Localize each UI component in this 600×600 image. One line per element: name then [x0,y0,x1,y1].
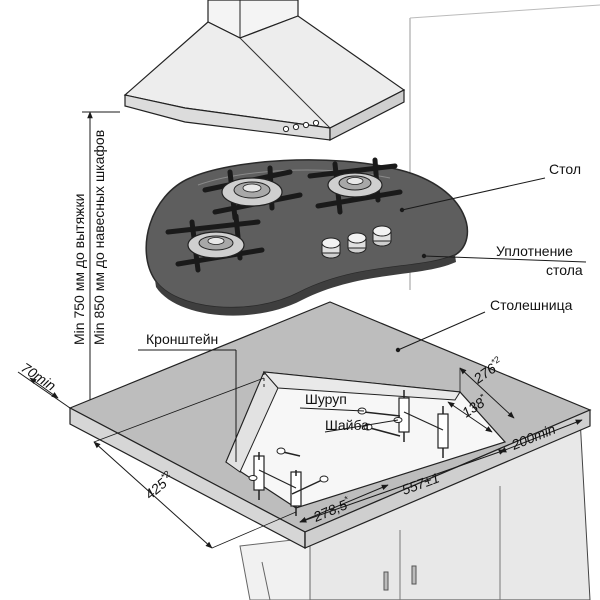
stol-label: Стол [549,161,581,177]
dim-425-line [93,441,213,549]
range-hood [123,0,406,141]
burner-back-right-icon [307,157,403,215]
control-knob-icon [321,237,341,259]
countertop-leader [397,311,486,351]
countertop-label: Столешница [490,297,573,313]
dim-70-label: 70min [18,359,59,394]
dim-70-line [29,377,59,399]
dim-557-line [299,449,506,523]
control-knob-icon [347,232,367,254]
cabinet-handle-icon [383,571,389,591]
dim-425-ext-top [93,377,265,443]
burner-front-left-icon [165,213,265,273]
dim-276-line [459,367,515,419]
washer-leader [324,419,399,433]
dim-200-line [499,419,583,453]
dim-425-ext-bottom [211,511,297,549]
hood-button-icon [282,125,290,133]
stol-leader [401,177,546,211]
burner-back-left-icon [202,165,303,221]
control-knob-icon [372,225,392,247]
hood-button-icon [302,121,310,129]
seal-leader [423,255,587,263]
screw-label: Шуруп [305,391,347,407]
wall-right-line [409,4,600,19]
cabinet-handle-icon [411,565,417,585]
hood-button-icon [292,123,300,131]
seal-label-line2: стола [546,262,583,278]
washer-label: Шайба [325,417,369,433]
hood-min-label: Min 750 мм до вытяжки [71,194,87,345]
seal-label-line1: Уплотнение [496,243,573,259]
screw-leader [299,407,365,412]
screw-icon [276,447,301,457]
hood-button-icon [312,119,320,127]
bracket-label: Кронштейн [146,331,218,347]
cabinet-min-label: Min 850 мм до навесных шкафов [91,130,107,345]
dim-138-line [447,401,493,433]
